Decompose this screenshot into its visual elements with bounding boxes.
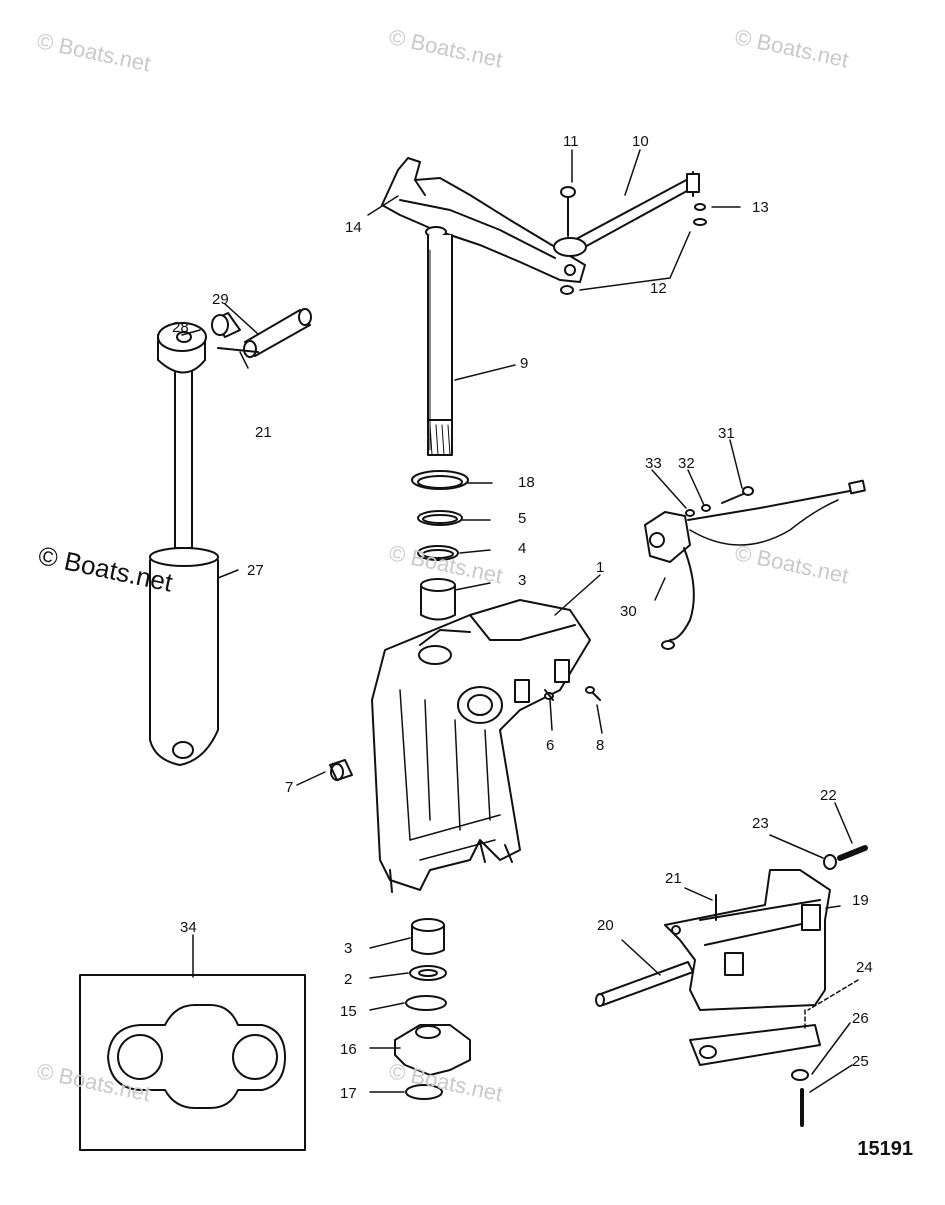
callout-16: 16 — [340, 1041, 357, 1058]
bolt-11 — [560, 186, 576, 237]
ring-5 — [417, 510, 463, 526]
callout-17: 17 — [340, 1085, 357, 1102]
screw-8 — [585, 686, 601, 701]
steering-arm — [381, 157, 586, 283]
pin-29 — [243, 308, 312, 358]
callout-12: 12 — [650, 280, 667, 297]
callout-26: 26 — [852, 1010, 869, 1027]
link-rod — [553, 171, 700, 257]
callout-28: 28 — [172, 319, 189, 336]
swivel-bracket — [371, 599, 591, 893]
callout-21-upper: 21 — [255, 424, 272, 441]
callout-15: 15 — [340, 1003, 357, 1020]
callout-1: 1 — [596, 559, 604, 576]
callout-3-upper: 3 — [518, 572, 526, 589]
plate-24 — [689, 1024, 821, 1066]
callout-5: 5 — [518, 510, 526, 527]
ring-18 — [411, 470, 469, 490]
swivel-shaft — [427, 234, 453, 456]
callout-25: 25 — [852, 1053, 869, 1070]
callout-22: 22 — [820, 787, 837, 804]
callout-7: 7 — [285, 779, 293, 796]
callout-13: 13 — [752, 199, 769, 216]
callout-10: 10 — [632, 133, 649, 150]
callout-34: 34 — [180, 919, 197, 936]
nuts — [560, 203, 707, 295]
callout-6: 6 — [546, 737, 554, 754]
leader-lines — [181, 149, 859, 1093]
callout-14: 14 — [345, 219, 362, 236]
bushing-3-lower — [411, 918, 445, 955]
callout-3-lower: 3 — [344, 940, 352, 957]
callout-18: 18 — [518, 474, 535, 491]
ring-4 — [417, 545, 459, 561]
callout-labels: 1 2 3 3 4 5 6 7 8 9 10 11 12 13 14 15 16… — [172, 133, 873, 1102]
washer-23 — [823, 854, 837, 870]
trim-sender — [644, 479, 866, 650]
tilt-stop-bracket — [664, 869, 831, 1011]
callout-27: 27 — [247, 562, 264, 579]
screw-31 — [721, 486, 754, 504]
callout-29: 29 — [212, 291, 229, 308]
callout-31: 31 — [718, 425, 735, 442]
bolt-22 — [837, 845, 868, 861]
callout-24: 24 — [856, 959, 873, 976]
washer-2 — [409, 965, 447, 981]
callout-32: 32 — [678, 455, 695, 472]
callout-8: 8 — [596, 737, 604, 754]
callout-19: 19 — [852, 892, 869, 909]
ring-17 — [405, 1084, 443, 1100]
gasket-panel — [79, 974, 306, 1151]
bushing-28 — [211, 312, 241, 338]
callout-20: 20 — [597, 917, 614, 934]
callout-9: 9 — [520, 355, 528, 372]
washer-32 — [701, 504, 711, 512]
callout-23: 23 — [752, 815, 769, 832]
screw-6 — [544, 689, 554, 701]
ring-15 — [405, 995, 447, 1011]
cotter-pin-21 — [217, 347, 259, 353]
bushing-3-upper — [420, 578, 456, 621]
pin-20 — [595, 961, 694, 1007]
callout-4: 4 — [518, 540, 526, 557]
callout-2: 2 — [344, 971, 352, 988]
bushing-7 — [329, 759, 353, 781]
washer-26 — [791, 1069, 809, 1081]
steering-yoke-16 — [394, 1024, 471, 1076]
trim-cylinder — [149, 322, 219, 766]
callout-30: 30 — [620, 603, 637, 620]
callout-33: 33 — [645, 455, 662, 472]
callout-11: 11 — [563, 133, 579, 150]
callout-21-lower: 21 — [665, 870, 682, 887]
washer-33 — [685, 509, 695, 517]
diagram-number: 15191 — [857, 1138, 913, 1160]
